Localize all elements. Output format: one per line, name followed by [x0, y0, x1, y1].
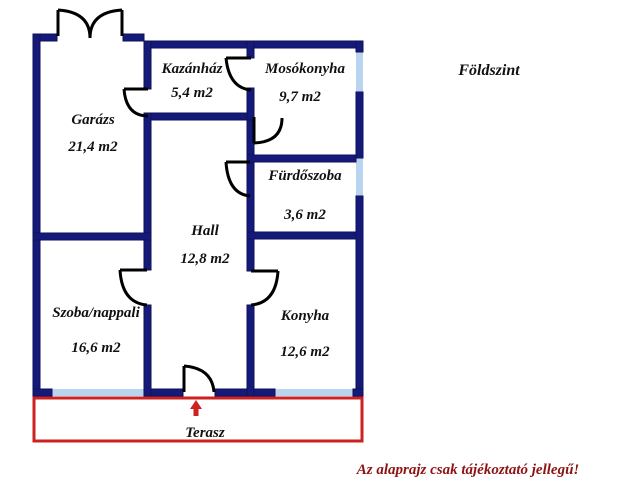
wall-right-seg1	[355, 40, 364, 53]
room-name-garazs: Garázs	[71, 112, 115, 128]
wall-garage-right-lower	[143, 112, 152, 234]
door-hall-szoba	[118, 268, 148, 307]
room-area-hall: 12,8 m2	[180, 251, 230, 267]
door-terrace-hall	[182, 364, 216, 393]
door-garage-main	[56, 8, 124, 39]
windows-layer	[52, 52, 363, 396]
wall-kazanhaz-right-upper	[246, 40, 255, 59]
wall-szoba-right-lower	[143, 304, 152, 397]
wall-szoba-right-upper	[143, 239, 152, 271]
room-area-furdoszoba: 3,6 m2	[284, 207, 326, 223]
wall-bottom-seg4	[352, 388, 364, 397]
room-name-konyha: Konyha	[280, 308, 330, 324]
wall-bottom-seg1	[32, 388, 53, 397]
terrace-label: Terasz	[185, 425, 225, 441]
door-kazanhaz-mosokonyha	[224, 56, 252, 92]
window-mosokonyha-right	[356, 52, 363, 92]
doors-layer	[56, 8, 284, 393]
entrance-arrow-icon	[190, 400, 202, 416]
room-name-hall: Hall	[191, 223, 219, 239]
wall-furdoszoba-top	[246, 154, 357, 163]
wall-kazanhaz-bottom	[150, 112, 248, 121]
room-area-szoba: 16,6 m2	[71, 340, 121, 356]
window-furdoszoba-right	[356, 158, 363, 196]
wall-left-outer	[32, 33, 41, 397]
walls-layer	[32, 33, 364, 397]
room-area-garazs: 21,4 m2	[68, 139, 118, 155]
window-konyha-bottom	[275, 389, 353, 396]
terrace-outline	[32, 396, 364, 443]
wall-right-seg2	[355, 91, 364, 159]
room-name-kazanhaz: Kazánház	[161, 61, 223, 77]
wall-konyha-left-upper	[246, 238, 255, 272]
wall-right-seg3	[355, 195, 364, 397]
wall-top-mid	[122, 33, 145, 42]
floor-level-label: Földszint	[458, 62, 520, 79]
window-szoba-bottom	[52, 389, 148, 396]
room-area-kazanhaz: 5,4 m2	[171, 85, 213, 101]
room-name-szoba: Szoba/nappali	[52, 305, 140, 321]
wall-furdoszoba-bottom	[246, 231, 357, 240]
room-name-furdoszoba: Fürdőszoba	[268, 168, 342, 184]
door-hall-furdoszoba	[224, 160, 251, 198]
door-garage-kazanhaz	[122, 87, 149, 118]
wall-garage-right-upper	[143, 40, 152, 90]
door-hall-konyha	[250, 269, 280, 307]
door-mosokonyha-hall	[252, 117, 284, 145]
wall-bottom-seg2	[147, 388, 184, 397]
disclaimer-text: Az alaprajz csak tájékoztató jellegű!	[356, 462, 580, 478]
wall-kazanhaz-right-lower	[246, 87, 255, 121]
wall-bottom-seg3	[214, 388, 276, 397]
wall-garage-bottom	[32, 232, 152, 241]
room-area-mosokonyha: 9,7 m2	[279, 89, 321, 105]
room-name-mosokonyha: Mosókonyha	[264, 61, 346, 77]
wall-konyha-left-lower	[246, 304, 255, 397]
room-area-konyha: 12,6 m2	[280, 344, 330, 360]
